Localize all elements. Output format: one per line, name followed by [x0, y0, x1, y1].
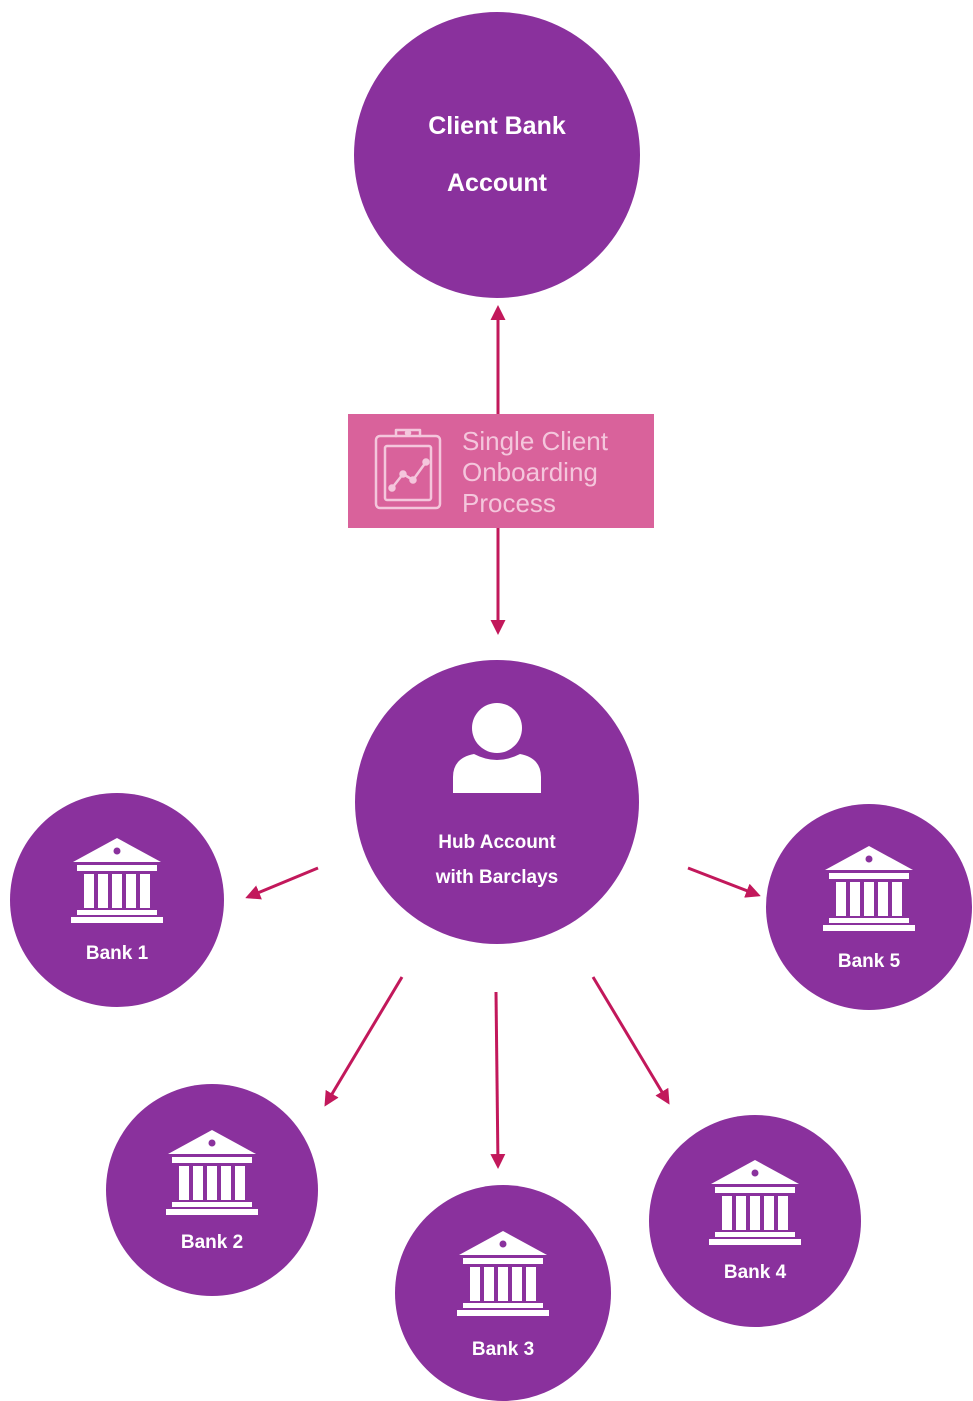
- bank-column: [112, 874, 122, 908]
- arrow-hub-to-bank-1: [245, 866, 319, 900]
- onboarding-process-box: Single Client Onboarding Process: [348, 414, 654, 528]
- bank-roof-dot: [865, 855, 873, 863]
- clipboard-chart-icon: [374, 428, 442, 510]
- bank-entablature: [77, 865, 157, 871]
- bank-step-lower: [823, 925, 915, 931]
- bank-step-lower: [457, 1310, 549, 1316]
- bank-column: [179, 1166, 189, 1200]
- bank-step-lower: [709, 1239, 801, 1245]
- bank-column: [498, 1267, 508, 1301]
- hub-label-line-2: with Barclays: [435, 867, 559, 888]
- bank-label: Bank 4: [724, 1262, 787, 1283]
- arrow-hub-to-bank-5: [687, 866, 761, 898]
- bank-column: [207, 1166, 217, 1200]
- bank-step-lower: [71, 917, 163, 923]
- bank-column: [140, 874, 150, 908]
- bank-building-icon: [457, 1231, 549, 1316]
- person-icon: [453, 703, 541, 793]
- client-label-line-2: Account: [447, 169, 548, 197]
- bank-column: [235, 1166, 245, 1200]
- bank-column: [892, 882, 902, 916]
- client-label-line-1: Client Bank: [428, 112, 566, 140]
- bank-label: Bank 3: [472, 1339, 534, 1360]
- bank-entablature: [715, 1187, 795, 1193]
- bank-column: [221, 1166, 231, 1200]
- bank-node-3: Bank 3: [395, 1185, 611, 1401]
- bank-node-5: Bank 5: [766, 804, 972, 1010]
- bank-column: [470, 1267, 480, 1301]
- bank-column: [193, 1166, 203, 1200]
- bank-column: [764, 1196, 774, 1230]
- process-label-line-3: Process: [462, 488, 556, 518]
- bank-column: [512, 1267, 522, 1301]
- bank-column: [526, 1267, 536, 1301]
- client-bank-account-circle: [354, 12, 640, 298]
- bank-column: [736, 1196, 746, 1230]
- bank-column: [836, 882, 846, 916]
- process-label-line-1: Single Client: [462, 426, 609, 456]
- bank-column: [750, 1196, 760, 1230]
- bank-step-upper: [77, 910, 157, 915]
- bank-entablature: [829, 873, 909, 879]
- bank-roof-dot: [208, 1139, 216, 1147]
- bank-entablature: [172, 1157, 252, 1163]
- bank-node-4: Bank 4: [649, 1115, 861, 1327]
- bank-step-upper: [172, 1202, 252, 1207]
- bank-roof-dot: [499, 1240, 507, 1248]
- bank-node-1: Bank 1: [10, 793, 224, 1007]
- bank-label: Bank 5: [838, 951, 901, 972]
- bank-column: [878, 882, 888, 916]
- bank-column: [778, 1196, 788, 1230]
- bank-column: [722, 1196, 732, 1230]
- bank-step-lower: [166, 1209, 258, 1215]
- bank-column: [98, 874, 108, 908]
- bank-step-upper: [829, 918, 909, 923]
- client-bank-account-node: Client Bank Account: [354, 12, 640, 298]
- hub-account-node: Hub Account with Barclays: [355, 660, 639, 944]
- bank-label: Bank 1: [86, 943, 149, 964]
- arrow-hub-to-bank-4: [591, 976, 670, 1105]
- bank-building-icon: [823, 846, 915, 931]
- bank-roof-dot: [751, 1169, 759, 1177]
- bank-roof-dot: [113, 847, 121, 855]
- bank-building-icon: [709, 1160, 801, 1245]
- bank-step-upper: [463, 1303, 543, 1308]
- hub-label-line-1: Hub Account: [438, 832, 556, 853]
- bank-building-icon: [71, 838, 163, 923]
- bank-label: Bank 2: [181, 1232, 243, 1253]
- hub-account-circle: [355, 660, 639, 944]
- process-label-line-2: Onboarding: [462, 457, 598, 487]
- bank-entablature: [463, 1258, 543, 1264]
- bank-building-icon: [166, 1130, 258, 1215]
- bank-column: [864, 882, 874, 916]
- bank-column: [850, 882, 860, 916]
- bank-node-2: Bank 2: [106, 1084, 318, 1296]
- bank-column: [84, 874, 94, 908]
- connectors: [245, 305, 761, 1169]
- arrow-hub-to-bank-2: [324, 976, 404, 1107]
- arrow-hub-to-bank-3: [490, 991, 506, 1169]
- bank-column: [126, 874, 136, 908]
- bank-column: [484, 1267, 494, 1301]
- bank-step-upper: [715, 1232, 795, 1237]
